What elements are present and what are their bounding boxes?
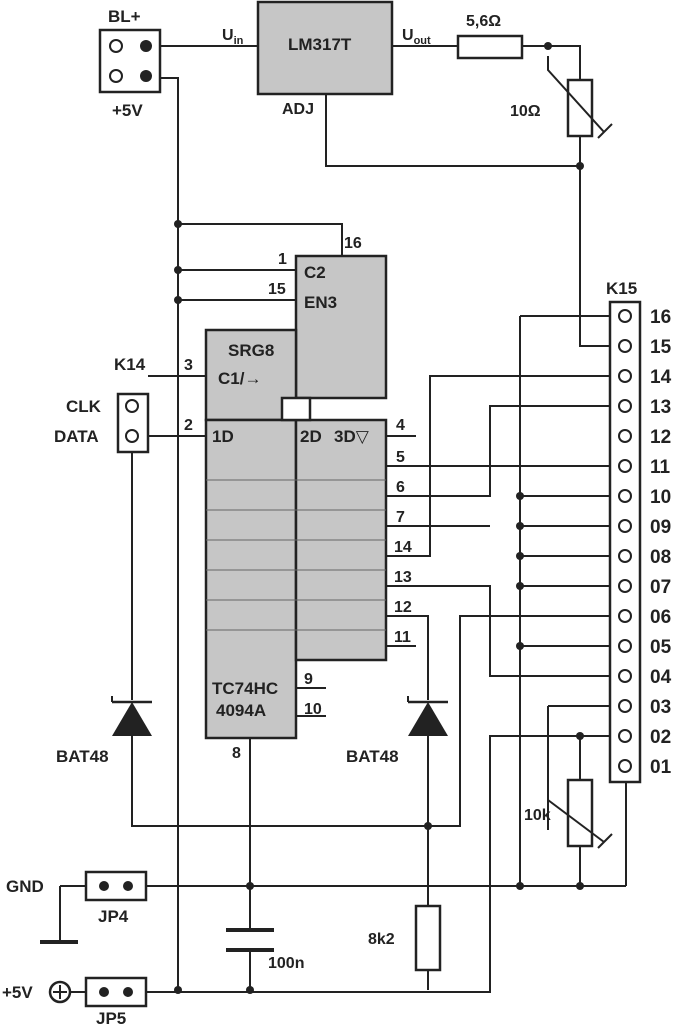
k15-pin-label-10: 10	[650, 487, 671, 508]
k15-pin-label-12: 12	[650, 427, 671, 448]
plus5v-bottom-label: +5V	[2, 983, 33, 1002]
k15-pin-label-07: 07	[650, 577, 671, 598]
k15-connector: K15 16 15 14 13 12 11 10 09 08 07 06 05 04 03 02 01	[606, 279, 672, 784]
data-label: DATA	[54, 427, 99, 446]
junction-dots	[174, 42, 584, 994]
k15-pin-02	[618, 729, 632, 743]
diode2-label: BAT48	[346, 747, 399, 766]
k15-pin-14	[618, 369, 632, 383]
pin3-label: 3	[184, 357, 193, 374]
pin1-label: 1	[278, 251, 287, 268]
pin2-label: 2	[184, 417, 193, 434]
k15-pin-03	[618, 699, 632, 713]
k14-label: K14	[114, 355, 146, 374]
r2-label: 8k2	[368, 931, 395, 948]
part-line2: 4094A	[216, 701, 266, 720]
resistor-5-6ohm: 5,6Ω	[456, 13, 524, 60]
en3-label: EN3	[304, 293, 337, 312]
pin14-label: 14	[394, 539, 412, 556]
uout-label: Uout	[402, 27, 431, 47]
vcc-jumper: +5V JP5	[2, 976, 148, 1028]
regulator-name: LM317T	[288, 35, 352, 54]
potentiometer-10k: 10k	[524, 778, 613, 849]
d1-label: 1D	[212, 427, 234, 446]
pin15-label: 15	[268, 281, 286, 298]
k15-pin-label-06: 06	[650, 607, 671, 628]
k15-pin-06	[618, 609, 632, 623]
bl-connector: BL+ +5V	[98, 7, 162, 120]
c1-label: C1/→	[218, 369, 261, 388]
k15-pin-label-02: 02	[650, 727, 671, 748]
k15-pin-04	[618, 669, 632, 683]
adj-label: ADJ	[282, 101, 314, 118]
lm317-regulator: LM317T Uin Uout ADJ	[222, 0, 431, 118]
gnd-jumper: GND JP4	[6, 870, 148, 944]
capacitor-label: 100n	[268, 955, 304, 972]
k15-pin-15	[618, 339, 632, 353]
k15-pin-label-01: 01	[650, 757, 672, 778]
jp4-label: JP4	[98, 907, 129, 926]
pot2-label: 10k	[524, 807, 551, 824]
r1-label: 5,6Ω	[466, 13, 501, 30]
k15-pin-01	[618, 759, 632, 773]
k15-pin-05	[618, 639, 632, 653]
potentiometer-10ohm: 10Ω	[510, 56, 613, 139]
k15-pin-label-03: 03	[650, 697, 671, 718]
k15-pin-12	[618, 429, 632, 443]
k15-pin-label-09: 09	[650, 517, 671, 538]
c2-label: C2	[304, 263, 326, 282]
uin-label: Uin	[222, 27, 244, 47]
k15-pin-10	[618, 489, 632, 503]
pin11-label: 11	[394, 629, 411, 646]
k14-connector: K14 CLK DATA	[54, 355, 150, 454]
pin16-label: 16	[344, 235, 362, 252]
k15-pin-label-15: 15	[650, 337, 672, 358]
d3-label: 3D▽	[334, 427, 370, 446]
part-line1: TC74HC	[212, 679, 278, 698]
k15-pin-label-08: 08	[650, 547, 671, 568]
pin6-label: 6	[396, 479, 405, 496]
d2-label: 2D	[300, 427, 322, 446]
k15-pin-label-13: 13	[650, 397, 671, 418]
resistor-8k2: 8k2	[368, 904, 442, 972]
pin5-label: 5	[396, 449, 405, 466]
k15-pin-group: 16 15 14 13 12 11 10 09 08 07 06 05 04 03 02 01	[618, 307, 672, 778]
diode-right: BAT48	[346, 696, 448, 770]
ic-row-lines	[206, 479, 386, 631]
pin7-label: 7	[396, 509, 405, 526]
pin10-label: 10	[304, 701, 322, 718]
srg8-label: SRG8	[228, 341, 274, 360]
bl-label: BL+	[108, 7, 141, 26]
pot1-label: 10Ω	[510, 103, 541, 120]
k15-pin-07	[618, 579, 632, 593]
pin12-label: 12	[394, 599, 412, 616]
k15-pin-label-04: 04	[650, 667, 672, 688]
clk-label: CLK	[66, 397, 102, 416]
pin8-label: 8	[232, 745, 241, 762]
plus5v-top-label: +5V	[112, 101, 143, 120]
k15-label: K15	[606, 279, 637, 298]
k15-pin-08	[618, 549, 632, 563]
k15-pin-16	[618, 309, 632, 323]
jp5-label: JP5	[96, 1009, 126, 1028]
capacitor-100n: 100n	[226, 928, 304, 972]
pin4-label: 4	[396, 417, 405, 434]
pin13-label: 13	[394, 569, 412, 586]
gnd-label: GND	[6, 877, 44, 896]
k15-pin-label-11: 11	[650, 457, 671, 478]
diode1-label: BAT48	[56, 747, 109, 766]
k15-pin-label-05: 05	[650, 637, 672, 658]
diode-left: BAT48	[56, 696, 152, 770]
pin9-label: 9	[304, 671, 313, 688]
k15-pin-13	[618, 399, 632, 413]
k15-pin-label-16: 16	[650, 307, 671, 328]
shift-register-ic: 16 1 15 3 2 C2 EN3 SRG8 C1/→ 1D 2D 3D▽ 4…	[184, 235, 412, 762]
k15-pin-label-14: 14	[650, 367, 672, 388]
k15-pin-09	[618, 519, 632, 533]
k15-pin-11	[618, 459, 632, 473]
